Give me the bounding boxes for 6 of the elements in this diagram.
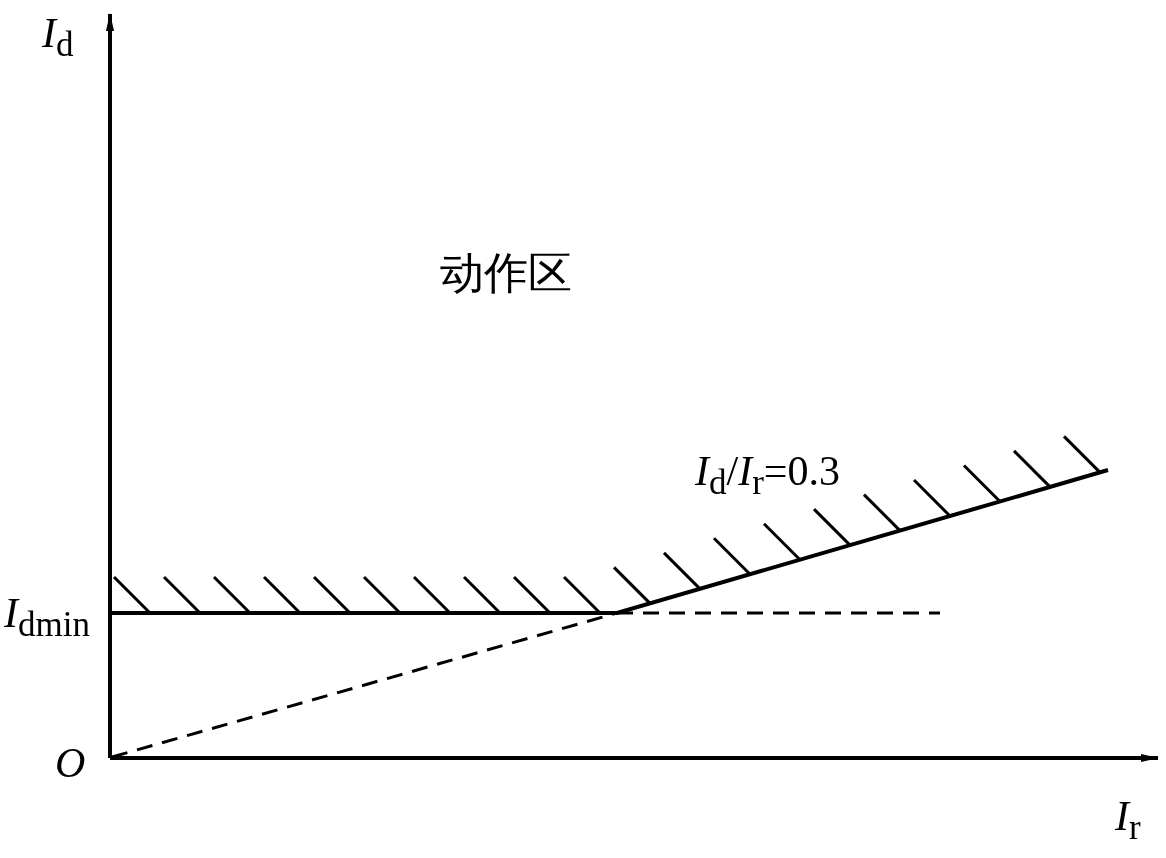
region-label: 动作区 xyxy=(440,252,572,296)
tick-label: I$_{dmin}$ xyxy=(4,592,90,643)
origin-label: O xyxy=(55,742,86,784)
line-label: I$_{d}$/I$_{r}$=0.3 xyxy=(695,450,840,501)
axis-label: I$_{d}$ xyxy=(42,12,74,63)
axis-label: I$_{r}$ xyxy=(1115,795,1141,846)
